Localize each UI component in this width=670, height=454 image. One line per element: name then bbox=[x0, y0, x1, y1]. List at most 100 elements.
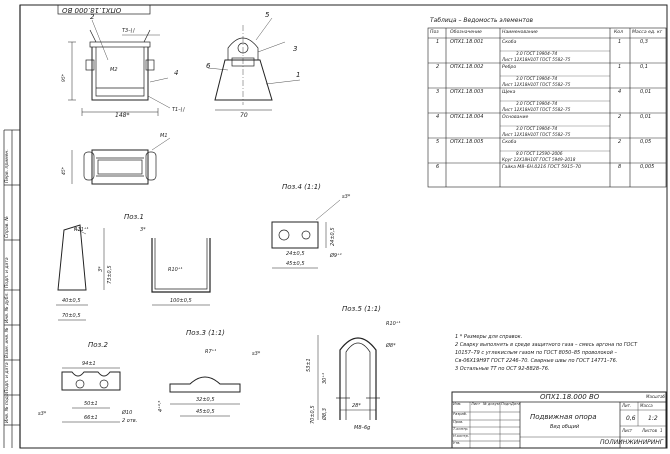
pos1-dim-73: 73±0,5 bbox=[107, 265, 113, 284]
pos3-dim-s3: s3* bbox=[252, 351, 261, 357]
table-cell-material: Круг 12Х18Н10Т ГОСТ 5949–2018 bbox=[502, 157, 576, 162]
title-role-label: Дата bbox=[511, 402, 521, 406]
title-role-label: Лист bbox=[471, 402, 481, 406]
table-cell-material: 3.0 ГОСТ 19904–74 bbox=[516, 101, 558, 106]
table-cell-pos: 1 bbox=[436, 39, 440, 45]
title-org: ПОЛИИНЖИНИРИНГ bbox=[600, 439, 664, 446]
table-header-cell: Кол bbox=[614, 30, 624, 35]
title-sheets-value: 1 bbox=[660, 428, 663, 433]
table-cell-pos: 6 bbox=[436, 164, 440, 170]
leader-1: 1 bbox=[296, 71, 301, 79]
table-header-cell: Обозначение bbox=[450, 30, 482, 35]
table-cell-code: ОПХ1.18.001 bbox=[450, 39, 484, 45]
pos1-dim-100: 100±0,5 bbox=[170, 298, 192, 304]
title-mass-value: 0,6 bbox=[626, 415, 636, 422]
title-mass-header: Масса bbox=[640, 403, 653, 408]
title-role-label: № докум. bbox=[483, 402, 501, 406]
pos5-dim-d8: Ø8* bbox=[386, 343, 396, 349]
table-cell-pos: 3 bbox=[436, 89, 440, 95]
table-cell-qty: 1 bbox=[618, 64, 622, 70]
table-cell-material: Лист 12Х18Н10Т ГОСТ 5582–75 bbox=[502, 107, 571, 112]
pos2-dim-66: 66±1 bbox=[84, 415, 98, 421]
table-header-cell: Масса ед. кг bbox=[632, 30, 663, 35]
title-scale-header: Масштаб bbox=[646, 394, 666, 399]
pos4-dim-45: 45±0,5 bbox=[286, 261, 305, 267]
note-line: 10157–79 с углекислым газом по ГОСТ 8050… bbox=[455, 350, 617, 356]
pos2-dim-94: 94±1 bbox=[82, 361, 96, 367]
side-stamp-label: Инв. № дубл. bbox=[5, 292, 10, 323]
dim-45: 45* bbox=[62, 167, 67, 175]
part-pos4 bbox=[271, 199, 341, 269]
pos1-dim-3: 3* bbox=[140, 227, 146, 233]
note-line: 1 * Размеры для справок. bbox=[455, 334, 523, 340]
side-stamp bbox=[3, 129, 20, 448]
table-cell-mass: 0,1 bbox=[640, 64, 648, 70]
title-role-label: Т.контр. bbox=[453, 427, 469, 431]
table-cell-pos: 2 bbox=[436, 64, 440, 70]
pos5-dim-thread: М8–6g bbox=[354, 425, 371, 431]
pos2-dim-s3: s3* bbox=[38, 411, 47, 417]
table-cell-pos: 4 bbox=[436, 114, 440, 120]
pos5-dim-d83: Ø8,3 bbox=[322, 408, 328, 420]
pos5-dim-70: 70±0,5 bbox=[310, 405, 316, 424]
part-pos2 bbox=[61, 367, 121, 423]
table-cell-qty: 4 bbox=[618, 89, 622, 95]
elements-table-grid bbox=[427, 27, 667, 188]
view-title-pos2: Поз.2 bbox=[88, 341, 108, 349]
pos1-dim-r10: R10⁺¹ bbox=[168, 267, 183, 273]
top-code-box bbox=[57, 4, 151, 15]
pos2-dim-50: 50±1 bbox=[84, 401, 98, 407]
table-cell-qty: 2 bbox=[618, 114, 622, 120]
table-header-cell: Поз bbox=[430, 30, 439, 35]
table-caption: Таблица – Ведомость элементов bbox=[430, 17, 534, 24]
title-sheets-label: Листов bbox=[642, 428, 657, 433]
pos4-dim-d9: Ø9⁺¹ bbox=[330, 253, 342, 259]
part-pos1 bbox=[56, 224, 211, 321]
assembly-top-view bbox=[71, 137, 171, 185]
title-sheet-label: Лист bbox=[622, 428, 633, 433]
table-cell-mass: 0,3 bbox=[640, 39, 648, 45]
title-lit-header: Лит. bbox=[622, 403, 632, 408]
table-cell-qty: 1 bbox=[618, 39, 622, 45]
table-cell-material: 3.0 ГОСТ 19904–74 bbox=[516, 76, 558, 81]
pos5-dim-r10: R10⁺¹ bbox=[386, 321, 401, 327]
assembly-side-view bbox=[207, 17, 301, 111]
title-role-label: Изм. bbox=[453, 402, 462, 406]
table-cell-name: Скоба bbox=[502, 40, 517, 45]
pos2-dim-d10: Ø10 bbox=[122, 410, 133, 416]
assembly-front-view bbox=[68, 19, 171, 116]
title-designation: ОПХ1.18.000 ВО bbox=[540, 393, 600, 401]
table-cell-name: Скоба bbox=[502, 140, 517, 145]
pos4-dim-s3: s3* bbox=[342, 194, 351, 200]
table-cell-mass: 0,05 bbox=[640, 139, 652, 145]
pos5-dim-28: 28* bbox=[352, 403, 361, 409]
part-pos5 bbox=[317, 335, 380, 420]
table-cell-mass: 0,01 bbox=[640, 89, 652, 95]
pos1-dim-r11: R11⁺¹ bbox=[74, 227, 89, 233]
table-cell-code: ОПХ1.18.003 bbox=[450, 89, 484, 95]
table-cell-pos: 5 bbox=[436, 139, 440, 145]
dim-95: 95* bbox=[62, 74, 67, 82]
side-stamp-label: Подп. и дата bbox=[5, 257, 10, 288]
pos3-dim-r7: R7⁺¹ bbox=[205, 349, 217, 355]
pos1-dim-70: 70±0,5 bbox=[62, 313, 81, 319]
table-cell-code: ОПХ1.18.002 bbox=[450, 64, 484, 70]
side-stamp-label: Справ. № bbox=[5, 216, 10, 238]
pos4-dim-24b: 24±0,5 bbox=[286, 251, 305, 257]
note-line: Св-06Х19Н9Т ГОСТ 2246–70. Сварные швы по… bbox=[455, 358, 618, 364]
view-title-pos1: Поз.1 bbox=[124, 213, 144, 221]
table-cell-material: Лист 12Х18Н10Т ГОСТ 5582–75 bbox=[502, 132, 571, 137]
side-stamp-label: Взам. инв. № bbox=[5, 327, 10, 358]
note-line: 2 Сварку выполнять в среде защитного газ… bbox=[455, 342, 638, 348]
table-cell-mass: 0,01 bbox=[640, 114, 652, 120]
title-role-label: Утв. bbox=[453, 441, 461, 445]
title-name: Подвижная опора bbox=[530, 413, 597, 421]
pos2-dim-holes: 2 отв. bbox=[122, 418, 138, 424]
table-cell-material: 3.0 ГОСТ 19904–74 bbox=[516, 126, 558, 131]
table-cell-material: Лист 12Х18Н10Т ГОСТ 5582–75 bbox=[502, 82, 571, 87]
weld-t3: Т3–⌊⌋ bbox=[122, 28, 135, 34]
top-code-label: ОПХ1.18.000 ВО bbox=[62, 6, 122, 14]
table-cell-material: Лист 12Х18Н10Т ГОСТ 5582–75 bbox=[502, 57, 571, 62]
